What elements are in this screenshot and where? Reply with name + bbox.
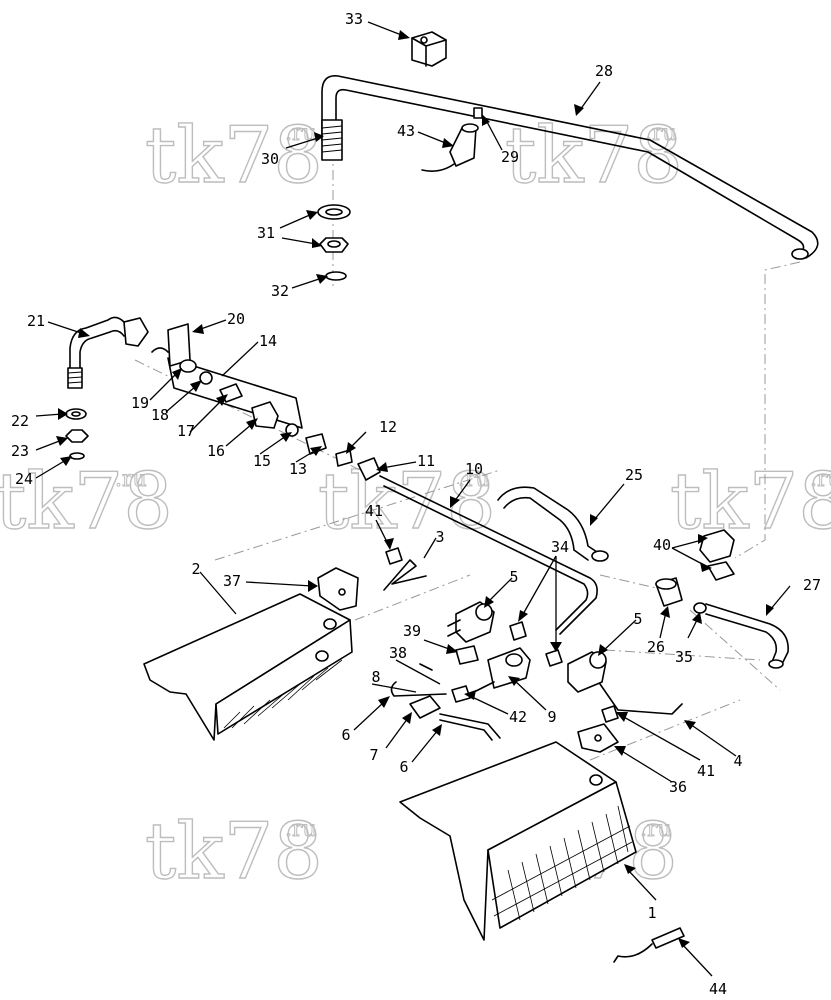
callout-11: 11: [417, 452, 435, 470]
callout-43: 43: [397, 122, 415, 140]
callout-22: 22: [11, 412, 29, 430]
callout-42: 42: [509, 708, 527, 726]
callout-5: 5: [633, 610, 642, 628]
callout-44: 44: [709, 980, 727, 998]
watermark-suffix: .ru: [645, 121, 677, 146]
callout-8: 8: [371, 668, 380, 686]
watermark-text: tk78: [145, 807, 323, 897]
callout-12: 12: [379, 418, 397, 436]
clamp-part-33: [411, 31, 447, 67]
callout-25: 25: [625, 466, 643, 484]
callout-32: 32: [271, 282, 289, 300]
callout-5: 5: [509, 568, 518, 586]
callout-10: 10: [465, 460, 483, 478]
callout-1: 1: [647, 904, 656, 922]
watermark-suffix: .ru: [115, 467, 147, 492]
callout-17: 17: [177, 422, 195, 440]
probe-part-44: [613, 927, 685, 963]
watermark-suffix: .ru: [458, 467, 490, 492]
callout-28: 28: [595, 62, 613, 80]
hose-part-27: [705, 603, 789, 669]
callout-39: 39: [403, 622, 421, 640]
callout-20: 20: [227, 310, 245, 328]
clip-part-34: [509, 621, 563, 667]
hose-part-25: [497, 486, 609, 562]
pipe-part-21: [67, 316, 149, 389]
bracket-part-36: [577, 723, 619, 753]
fitting-part-30: [321, 119, 343, 161]
callout-labels: 1 2 3 4 5 5 6 6 7 8 9 10 11 12 13 14 15 …: [11, 10, 821, 998]
callout-40: 40: [653, 536, 671, 554]
callout-4: 4: [733, 752, 742, 770]
bracket-part-37: [317, 567, 359, 611]
callout-24: 24: [15, 470, 33, 488]
watermark-text: tk78: [0, 457, 173, 547]
callout-19: 19: [131, 394, 149, 412]
callout-41: 41: [697, 762, 715, 780]
callout-26: 26: [647, 638, 665, 656]
washer-nut-31-32: [317, 204, 351, 281]
callout-6: 6: [341, 726, 350, 744]
tube-part-28: [321, 75, 819, 260]
coil-part-1: [399, 741, 637, 941]
callout-6: 6: [399, 758, 408, 776]
clamp-part-40: [699, 529, 735, 581]
callout-35: 35: [675, 648, 693, 666]
tee-part-26: [655, 577, 683, 607]
callout-33: 33: [345, 10, 363, 28]
watermark-text: tk78: [145, 111, 323, 201]
callout-23: 23: [11, 442, 29, 460]
pipe-part-10: [379, 475, 598, 635]
callout-31: 31: [257, 224, 275, 242]
callout-30: 30: [261, 150, 279, 168]
callout-14: 14: [259, 332, 277, 350]
watermark-suffix: .ru: [285, 121, 317, 146]
callout-9: 9: [547, 708, 556, 726]
clip-part-39: [455, 645, 479, 665]
callout-16: 16: [207, 442, 225, 460]
watermark-text: tk78: [318, 457, 496, 547]
callout-41: 41: [365, 502, 383, 520]
callout-2: 2: [191, 560, 200, 578]
callout-21: 21: [27, 312, 45, 330]
callout-34: 34: [551, 538, 569, 556]
callout-3: 3: [435, 528, 444, 546]
watermark-suffix: .ru: [640, 817, 672, 842]
washer-nut-22-24: [65, 408, 89, 460]
sensor-part-43: [421, 107, 483, 172]
callout-15: 15: [253, 452, 271, 470]
coil-part-2: [143, 593, 353, 741]
tubes-part-6-8: [390, 663, 501, 741]
callout-29: 29: [501, 148, 519, 166]
callout-36: 36: [669, 778, 687, 796]
watermark-suffix: .ru: [810, 467, 831, 492]
callout-27: 27: [803, 576, 821, 594]
watermark-text: tk78: [670, 457, 831, 547]
leader-lines: [35, 21, 791, 977]
valve-part-5: [447, 601, 683, 715]
watermark-suffix: .ru: [285, 817, 317, 842]
callout-7: 7: [369, 746, 378, 764]
grommet-part-41: [385, 547, 619, 723]
watermark-group: tk78 .ru tk78 .ru tk78 .ru tk78 .ru tk78…: [0, 110, 831, 897]
nut-part-35: [693, 602, 707, 614]
callout-38: 38: [389, 644, 407, 662]
callout-13: 13: [289, 460, 307, 478]
wire-part-3: [383, 559, 427, 591]
callout-37: 37: [223, 572, 241, 590]
callout-18: 18: [151, 406, 169, 424]
